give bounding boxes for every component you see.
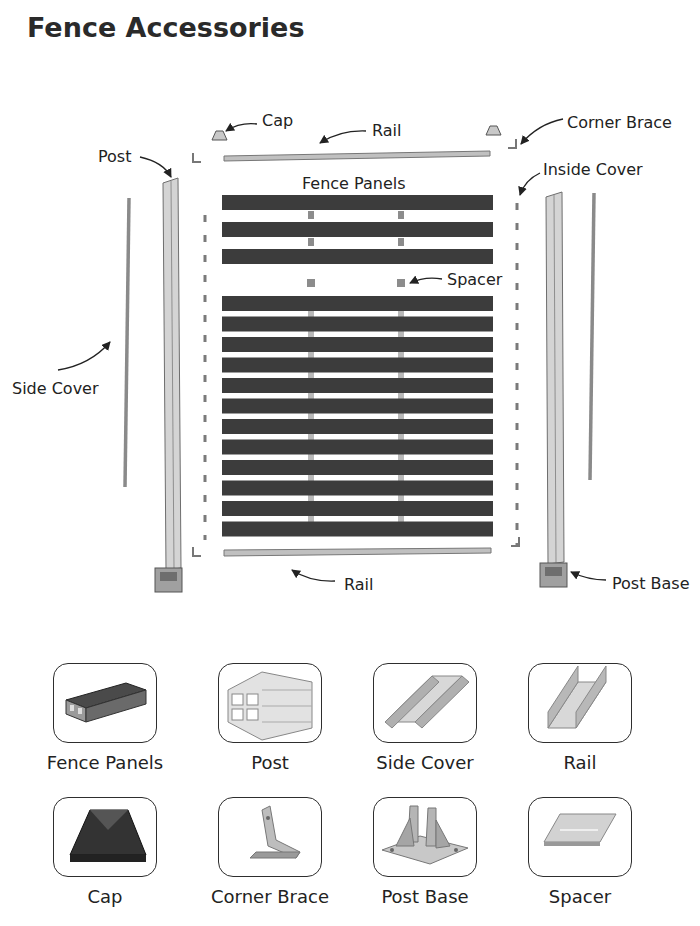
- part-tile: Rail: [528, 663, 632, 743]
- part-tile: Spacer: [528, 797, 632, 877]
- callout-label: Side Cover: [12, 379, 99, 398]
- corner-brace: [508, 139, 516, 148]
- part-name: Post: [251, 752, 289, 773]
- callout-label: Post Base: [612, 574, 690, 593]
- cap: [486, 126, 501, 135]
- post: [163, 178, 181, 570]
- part-name: Post Base: [381, 886, 468, 907]
- callout-label: Post: [98, 147, 131, 166]
- callout-label: Rail: [344, 575, 373, 594]
- callout-label: Rail: [372, 121, 401, 140]
- part-name: Corner Brace: [211, 886, 329, 907]
- callout-label: Spacer: [447, 270, 502, 289]
- post: [546, 192, 564, 564]
- post-base: [155, 568, 182, 592]
- side-cover: [590, 193, 594, 480]
- part-tile: Post: [218, 663, 322, 743]
- leader-line: [58, 119, 606, 581]
- diagram-title: Fence Accessories: [27, 12, 304, 43]
- callout-label: Fence Panels: [302, 174, 406, 193]
- spacer: [307, 211, 405, 287]
- part-tile: Post Base: [373, 797, 477, 877]
- side-cover: [125, 198, 129, 487]
- cap: [212, 131, 227, 140]
- part-name: Cap: [87, 886, 122, 907]
- part-name: Fence Panels: [47, 752, 163, 773]
- part-tile: Cap: [53, 797, 157, 877]
- part-tile: Fence Panels: [53, 663, 157, 743]
- part-tile: Corner Brace: [218, 797, 322, 877]
- part-name: Rail: [563, 752, 596, 773]
- callout-label: Inside Cover: [543, 160, 643, 179]
- corner-brace: [193, 547, 201, 556]
- rail: [224, 151, 490, 161]
- inside-cover: [204, 215, 207, 540]
- fence-panel: [222, 195, 493, 537]
- callout-label: Corner Brace: [567, 113, 672, 132]
- part-tile: Side Cover: [373, 663, 477, 743]
- post-base: [540, 563, 567, 587]
- callout-label: Cap: [262, 111, 293, 130]
- inside-cover: [516, 203, 519, 545]
- rail: [224, 548, 491, 556]
- part-name: Side Cover: [376, 752, 473, 773]
- corner-brace: [193, 153, 201, 162]
- part-name: Spacer: [549, 886, 611, 907]
